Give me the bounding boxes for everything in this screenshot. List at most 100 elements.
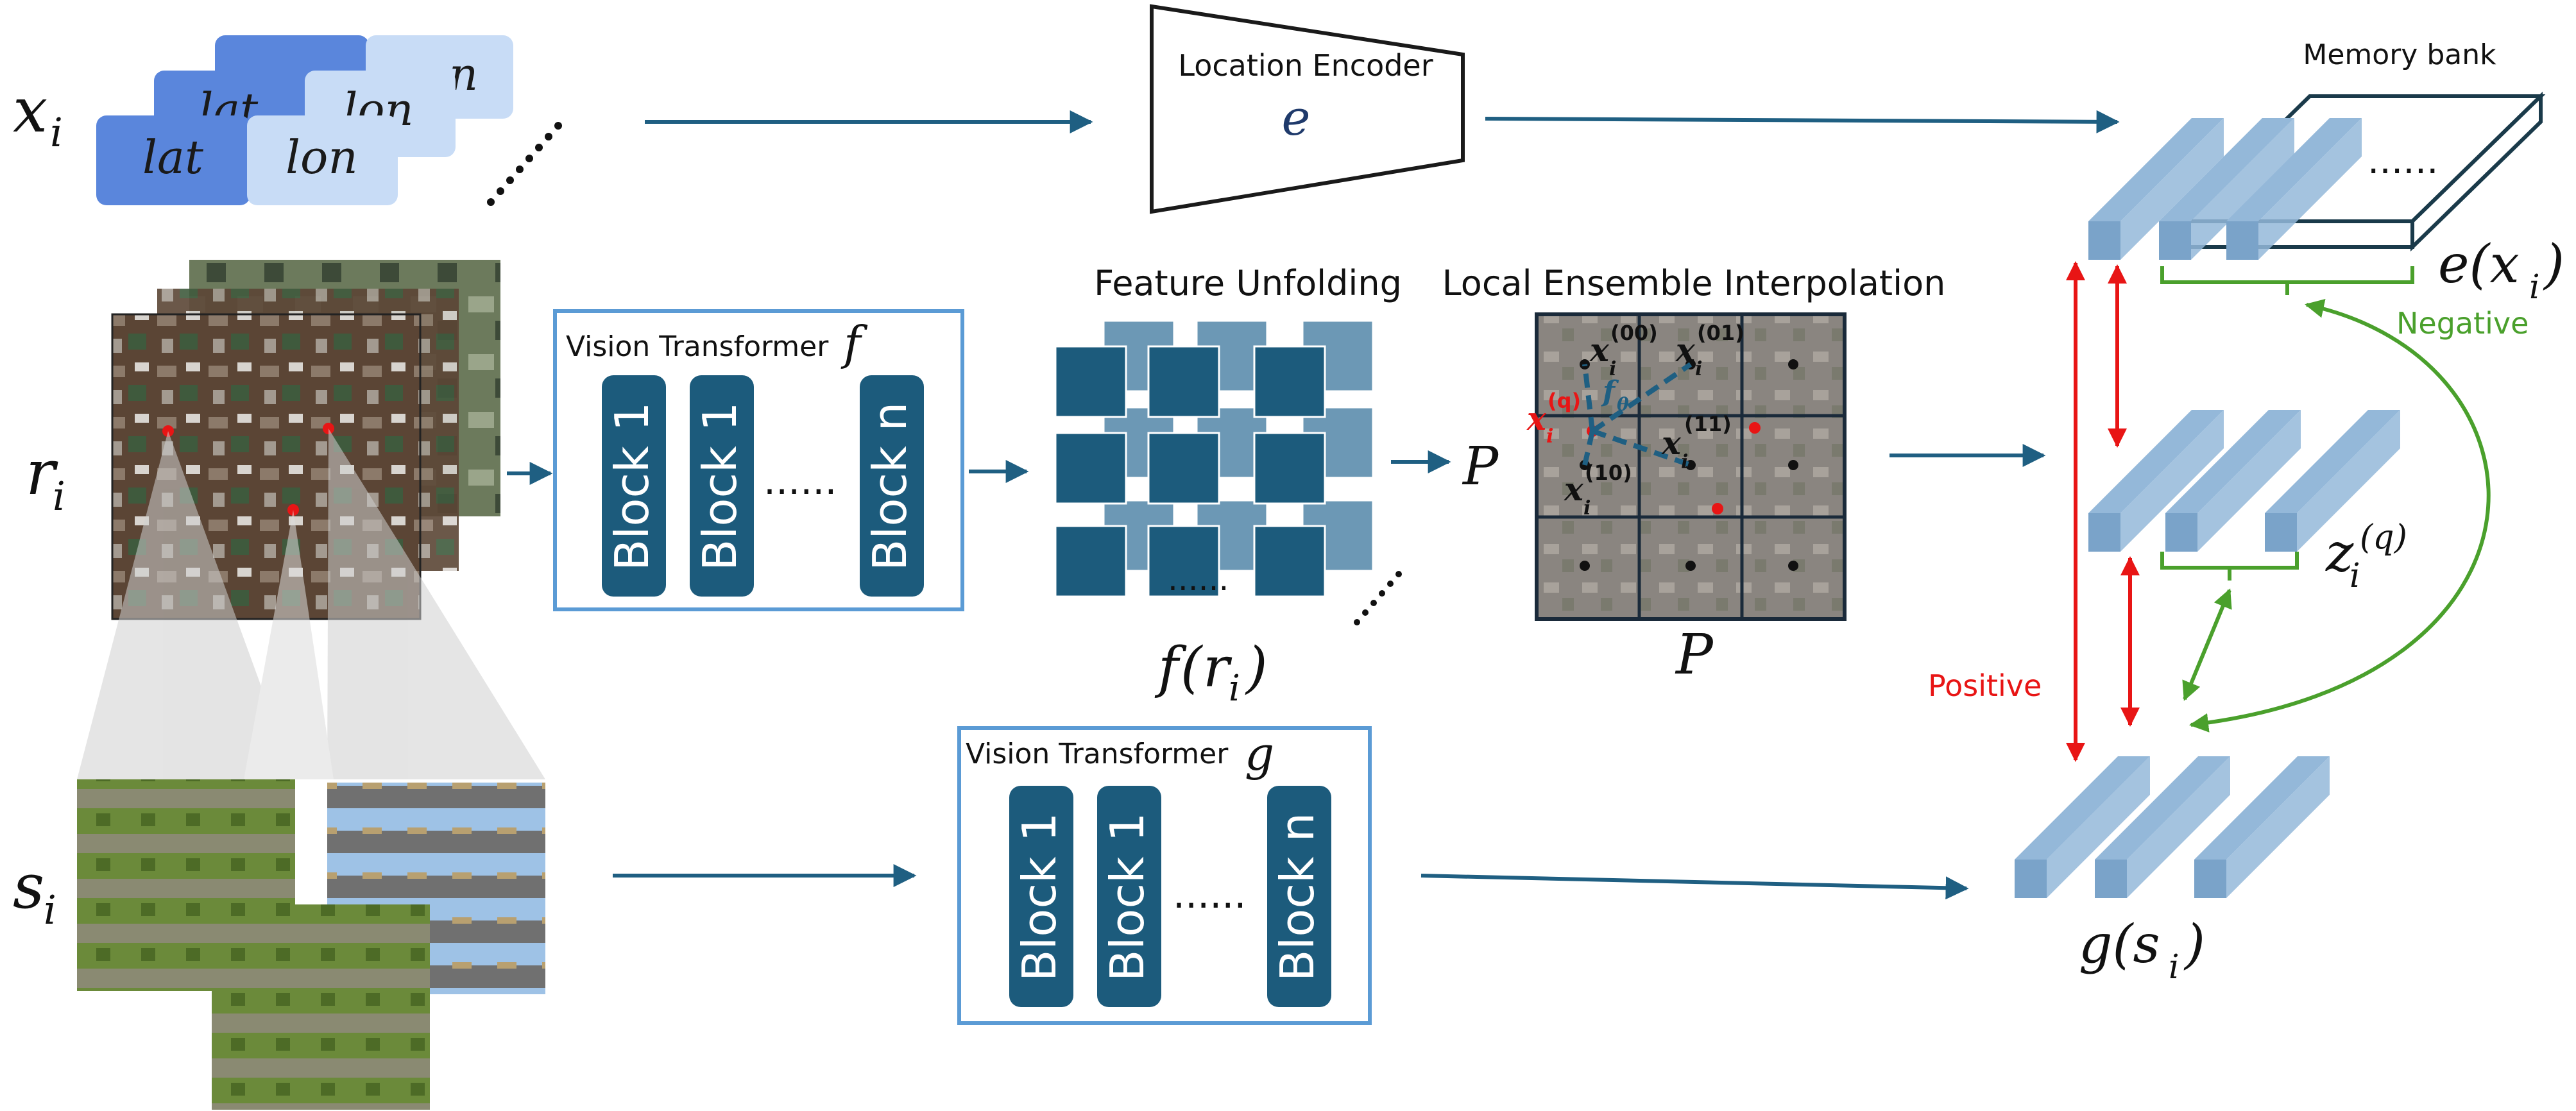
svg-text:i: i <box>2529 268 2540 307</box>
memory-bank-dots: ...... <box>2367 139 2439 182</box>
vit-g-block-2 <box>1097 786 1161 1007</box>
unfolding-title: Feature Unfolding <box>1094 263 1402 303</box>
interpolation-title: Local Ensemble Interpolation <box>1442 263 1946 303</box>
svg-text:z: z <box>2325 523 2354 584</box>
svg-text:i: i <box>44 886 56 933</box>
vit-g-block-2-label: Block 1 <box>1100 813 1154 981</box>
vit-g-block-1-label: Block 1 <box>1012 813 1066 981</box>
label-x00: x i (00) <box>1589 321 1658 380</box>
lat-text: lat <box>142 130 204 184</box>
vit-f-block-n-label: Block n <box>863 402 917 571</box>
arrow-vit-g-to-g <box>1420 874 1969 900</box>
svg-text:(01): (01) <box>1697 321 1744 345</box>
negative-label: Negative <box>2396 306 2529 341</box>
svg-text:(q): (q) <box>2360 518 2407 557</box>
unfold-patch <box>1253 432 1326 505</box>
svg-text:(10): (10) <box>1585 461 1632 485</box>
e-bracket <box>2160 266 2414 295</box>
label-x10: x i (10) <box>1564 461 1632 520</box>
vit-f-ellipsis: ...... <box>763 459 837 504</box>
svg-text:i: i <box>1583 497 1591 520</box>
projection-cones <box>77 428 545 779</box>
svg-text:x: x <box>1661 424 1682 462</box>
unfold-patch <box>1253 345 1326 418</box>
input-r-label: r i <box>26 437 65 520</box>
g-label: g(s i ) <box>2079 914 2205 987</box>
svg-text:g(s: g(s <box>2079 914 2160 975</box>
vit-g-box: Vision Transformer g Block 1 Block 1 ...… <box>957 726 1372 1025</box>
unfold-patch <box>1147 525 1220 598</box>
unfold-patch <box>1147 432 1220 505</box>
svg-text:i: i <box>1695 358 1702 380</box>
vit-g-symbol: g <box>1245 727 1274 781</box>
svg-text:): ) <box>2183 914 2205 975</box>
street-view-3 <box>212 904 430 1110</box>
lat-lon-stack: n lat lon lat lon <box>96 35 562 206</box>
memory-bank-title: Memory bank <box>2303 38 2496 71</box>
svg-text:r: r <box>26 437 58 509</box>
label-xq: x i (q) <box>1526 389 1581 448</box>
g-bar <box>2194 756 2330 898</box>
negative-arrow-short <box>2182 588 2232 701</box>
unfolding-caption: f ( r i ) <box>1154 636 1268 709</box>
z-label: z i (q) <box>2325 518 2407 595</box>
unfolding-grid <box>1054 319 1374 598</box>
vit-f-block-n <box>860 375 924 597</box>
unfolding-P-label: P <box>1462 436 1499 497</box>
vit-g-ellipsis: ...... <box>1173 872 1246 917</box>
unfolding-ellipsis: ...... <box>1168 561 1229 598</box>
memory-bar <box>2159 118 2294 260</box>
input-x-label: x i <box>13 74 63 156</box>
svg-text:i: i <box>1609 358 1616 380</box>
unfold-patch <box>1054 432 1127 505</box>
svg-text:θ: θ <box>1617 394 1629 415</box>
vit-f-block-1 <box>602 375 666 597</box>
vit-f-title: Vision Transformer <box>566 330 829 363</box>
encoder-title: Location Encoder <box>1178 48 1433 83</box>
svg-text:(00): (00) <box>1610 321 1658 345</box>
input-s-label: s i <box>13 851 56 933</box>
vit-f-block-1-label: Block 1 <box>605 402 659 571</box>
svg-text:i: i <box>2350 557 2360 595</box>
svg-text:i: i <box>1546 425 1553 448</box>
vit-f-box: Vision Transformer f Block 1 Block 1 ...… <box>553 309 964 611</box>
interpolation-caption: P <box>1675 623 1714 687</box>
location-encoder: Location Encoder e <box>1150 4 1465 214</box>
label-x11: x i (11) <box>1661 412 1732 473</box>
encoder-trapezoid <box>1150 4 1465 214</box>
unfold-patch <box>1054 345 1127 418</box>
positive-label: Positive <box>1928 668 2042 703</box>
svg-text:e(x: e(x <box>2438 234 2520 295</box>
lat-lon-more-dots <box>487 122 562 206</box>
vit-f-block-2-label: Block 1 <box>693 402 747 571</box>
local-ensemble-interpolation: Local Ensemble Interpolation x i (00) <box>1442 263 1946 687</box>
vit-g-block-1 <box>1009 786 1073 1007</box>
negative-arrow-curve <box>2189 299 2491 733</box>
vit-g-title: Vision Transformer <box>966 738 1229 770</box>
unfold-patch <box>1054 525 1127 598</box>
svg-text:(q): (q) <box>1548 389 1581 413</box>
svg-text:i: i <box>53 473 65 520</box>
g-bar <box>2015 756 2150 898</box>
memory-bank: Memory bank ...... <box>2176 38 2546 252</box>
svg-text:x: x <box>1564 470 1584 508</box>
memory-bar <box>2088 118 2224 260</box>
unfolding-more-dots <box>1354 571 1402 625</box>
svg-text:i: i <box>1681 451 1688 473</box>
svg-text:i: i <box>50 109 63 156</box>
unfold-patch <box>1147 345 1220 418</box>
vit-g-block-n-label: Block n <box>1270 813 1324 981</box>
svg-text:s: s <box>13 851 44 922</box>
svg-text:x: x <box>1589 331 1610 369</box>
vit-f-block-2 <box>690 375 754 597</box>
lon-card <box>247 115 398 205</box>
memory-bar <box>2226 118 2362 260</box>
svg-text:(11): (11) <box>1684 412 1732 436</box>
unfold-patch <box>1253 525 1326 598</box>
red-point-2 <box>1749 422 1761 434</box>
street-view-stack <box>77 779 545 1110</box>
svg-text:i: i <box>1229 668 1240 709</box>
svg-text:x: x <box>13 74 47 146</box>
z-bracket <box>2160 552 2299 581</box>
